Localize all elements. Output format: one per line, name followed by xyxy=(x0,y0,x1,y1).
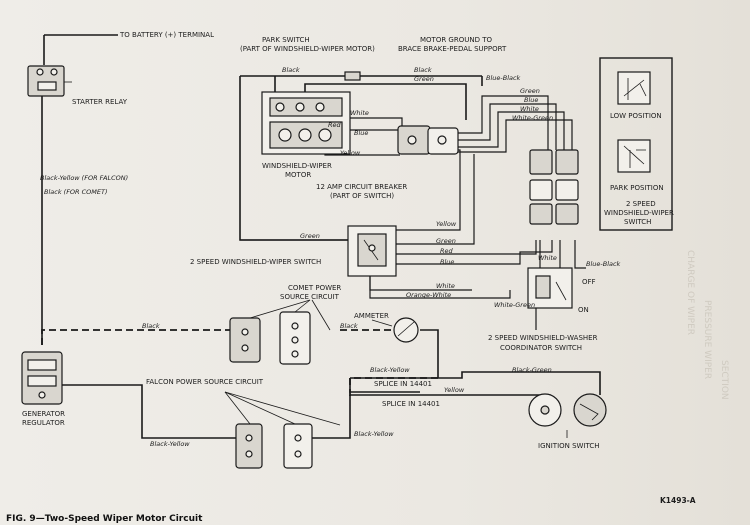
ammeter xyxy=(371,317,419,343)
park-position-label: PARK POSITION xyxy=(610,184,664,192)
svg-text:CHARGE OF WIPER: CHARGE OF WIPER xyxy=(685,250,695,335)
inset-speed-label: 2 SPEED xyxy=(626,200,656,208)
ignition-switch xyxy=(528,393,607,438)
ammeter-label: AMMETER xyxy=(354,312,389,320)
wire-black-yellow-2: Black-Yellow xyxy=(150,440,190,448)
wire-blue-1: Blue xyxy=(524,96,538,104)
wire-blue-3: Blue xyxy=(440,258,454,266)
wire-yellow-2: Yellow xyxy=(436,220,457,228)
wire-color-labels: Black Black Green Blue-Black Green Blue … xyxy=(142,66,621,448)
wiper-switch-label: 2 SPEED WINDSHIELD-WIPER SWITCH xyxy=(190,258,321,266)
falcon-wire-label: Black-Yellow (FOR FALCON) xyxy=(40,174,128,182)
switch-inset xyxy=(599,57,673,231)
park-switch-label: PARK SWITCH xyxy=(262,36,310,44)
off-label: OFF xyxy=(582,278,596,286)
wire-green-3: Green xyxy=(300,232,320,240)
wire-green-2: Green xyxy=(520,87,540,95)
motor-ground-label: MOTOR GROUND TO xyxy=(420,36,492,44)
comet-power-label: COMET POWER xyxy=(288,284,341,292)
falcon-power-source xyxy=(224,391,341,469)
wire-black-2: Black xyxy=(414,66,432,74)
washer-coordinator-switch xyxy=(527,267,573,309)
motor-ground-sub-label: BRACE BRAKE-PEDAL SUPPORT xyxy=(398,45,507,53)
wiper-motor-sub-label: MOTOR xyxy=(285,171,311,179)
diagram-labels: TO BATTERY (+) TERMINAL STARTER RELAY PA… xyxy=(6,31,696,524)
breaker-label: 12 AMP CIRCUIT BREAKER xyxy=(316,183,407,191)
wire-white-3: White xyxy=(436,282,455,290)
wire-green-1: Green xyxy=(414,75,434,83)
inset-wiper-label: WINDSHIELD-WIPER xyxy=(604,209,674,217)
washer-switch-label: 2 SPEED WINDSHIELD-WASHER xyxy=(488,334,598,342)
wire-white-1: White xyxy=(520,105,539,113)
low-position-label: LOW POSITION xyxy=(610,112,662,120)
page-bleed-text: CHARGE OF WIPER PRESSURE WIPER SECTION xyxy=(685,250,729,400)
comet-power-source xyxy=(229,299,331,365)
wire-red-1: Red xyxy=(328,121,342,129)
wires xyxy=(41,34,601,439)
falcon-power-label: FALCON POWER SOURCE CIRCUIT xyxy=(146,378,264,386)
wire-black-green: Black-Green xyxy=(512,366,552,374)
breaker-sub-label: (PART OF SWITCH) xyxy=(330,192,394,200)
right-connectors xyxy=(529,149,579,225)
generator-label: GENERATOR xyxy=(22,410,65,418)
wire-red-2: Red xyxy=(440,247,454,255)
ignition-switch-label: IGNITION SWITCH xyxy=(538,442,600,450)
wire-blue-2: Blue xyxy=(354,129,368,137)
wire-white-4: White xyxy=(538,254,557,262)
wire-black-4: Black xyxy=(340,322,358,330)
wire-yellow-3: Yellow xyxy=(444,386,465,394)
wire-black-3: Black xyxy=(142,322,160,330)
wire-black-yellow-1: Black-Yellow xyxy=(370,366,410,374)
wire-white-green-2: White-Green xyxy=(494,301,535,309)
splice-label-2: SPLICE IN 14401 xyxy=(382,400,440,408)
comet-power-sub-label: SOURCE CIRCUIT xyxy=(280,293,340,301)
wiper-motor-label: WINDSHIELD-WIPER xyxy=(262,162,332,170)
svg-text:SECTION: SECTION xyxy=(719,360,729,400)
motor-connector xyxy=(344,71,459,155)
on-label: ON xyxy=(578,306,589,314)
wire-yellow-1: Yellow xyxy=(340,149,361,157)
figure-id: K1493-A xyxy=(660,496,696,505)
figure-caption: FIG. 9—Two-Speed Wiper Motor Circuit xyxy=(6,514,203,524)
wire-black-1: Black xyxy=(282,66,300,74)
washer-switch-sub-label: COORDINATOR SWITCH xyxy=(500,344,582,352)
wire-orange-white: Orange-White xyxy=(406,291,451,299)
wiper-switch xyxy=(347,225,397,277)
regulator-label: REGULATOR xyxy=(22,419,65,427)
wire-black-yellow-3: Black-Yellow xyxy=(354,430,394,438)
battery-label: TO BATTERY (+) TERMINAL xyxy=(119,31,214,39)
comet-wire-label: Black (FOR COMET) xyxy=(44,188,108,196)
splice-label-1: SPLICE IN 14401 xyxy=(374,380,432,388)
svg-text:PRESSURE WIPER: PRESSURE WIPER xyxy=(702,300,712,379)
wire-white-2: White xyxy=(350,109,369,117)
wire-white-green-1: White-Green xyxy=(512,114,553,122)
inset-switch-label: SWITCH xyxy=(624,218,651,226)
generator-regulator xyxy=(21,351,63,405)
wiper-motor xyxy=(261,91,351,155)
wire-blue-black-1: Blue-Black xyxy=(486,74,521,82)
wire-green-4: Green xyxy=(436,237,456,245)
starter-relay xyxy=(27,65,72,97)
wire-blue-black-2: Blue-Black xyxy=(586,260,621,268)
starter-relay-label: STARTER RELAY xyxy=(72,98,128,106)
park-switch-sub-label: (PART OF WINDSHIELD-WIPER MOTOR) xyxy=(240,45,375,53)
